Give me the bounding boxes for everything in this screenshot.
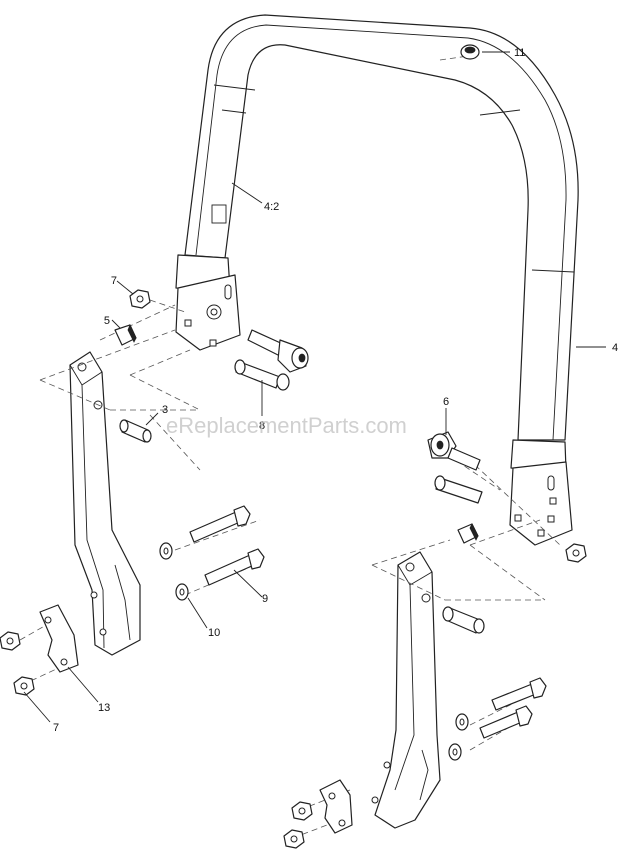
callout-4-2: 4:2 — [264, 201, 279, 213]
callout-7-top: 7 — [111, 275, 117, 287]
washer-right-lower — [448, 743, 462, 761]
callout-6: 6 — [443, 396, 449, 408]
nut-7-bottom-upper — [0, 631, 21, 651]
callout-8: 8 — [259, 420, 265, 432]
nut-right-bottom-lower — [283, 829, 305, 849]
plate-right — [319, 779, 353, 834]
bolt-9-upper-left — [189, 505, 251, 543]
callout-7-bottom: 7 — [53, 722, 59, 734]
callout-13: 13 — [98, 702, 110, 714]
watermark: eReplacementParts.com — [166, 413, 407, 438]
cap-right — [457, 523, 479, 544]
callouts: 11 4:2 7 5 4 6 3 8 9 10 13 7 — [53, 47, 618, 734]
pin-8 — [234, 359, 290, 391]
knob-assembly-upper — [247, 329, 309, 373]
pin-right — [434, 475, 483, 504]
nut-7-top — [129, 289, 151, 309]
nut-11 — [460, 44, 480, 60]
bolt-right-lower — [479, 705, 533, 739]
callout-11: 11 — [514, 47, 525, 59]
spacer-3-left — [119, 419, 152, 443]
washer-10-lower-left — [175, 583, 189, 601]
right-upright — [371, 551, 441, 829]
washer-right-upper — [455, 713, 469, 731]
right-mount-bracket — [509, 461, 573, 546]
nut-right-bottom-upper — [291, 801, 313, 821]
left-upright — [69, 351, 141, 656]
leader-lines — [23, 51, 606, 723]
roll-bar — [175, 14, 579, 471]
callout-3: 3 — [162, 404, 168, 416]
callout-5: 5 — [104, 315, 110, 327]
bolt-9-lower-left — [204, 548, 265, 586]
knob-assembly-6 — [427, 431, 481, 471]
plate-13-left — [39, 604, 79, 673]
callout-10: 10 — [208, 627, 220, 639]
left-mount-bracket — [175, 274, 241, 351]
cap-5 — [114, 323, 137, 346]
nut-right-bracket — [565, 543, 587, 563]
bolt-right-upper — [491, 677, 547, 711]
nut-7-bottom-lower — [13, 676, 35, 696]
spacer-3-right — [442, 606, 485, 634]
callout-9: 9 — [262, 593, 268, 605]
washer-10-upper-left — [159, 542, 173, 560]
callout-4: 4 — [612, 342, 618, 354]
